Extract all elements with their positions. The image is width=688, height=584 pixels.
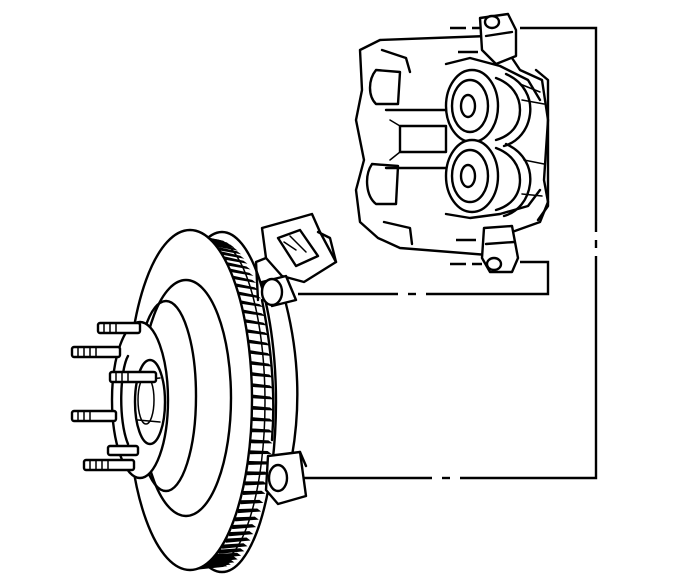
rotor-vent-fin [250,405,274,411]
rotor-vent-fin [249,383,274,389]
rotor-vent-fin [242,481,268,486]
rotor-vent-fin [232,282,259,291]
rotor-vent-fin [222,537,251,543]
rotor-vent-fin [249,428,274,433]
rotor-vent-fin [242,318,268,326]
stud-icon [96,321,142,335]
bolt-icon [480,224,520,274]
rotor-vent-fin [237,299,264,308]
stud-icon [70,409,118,423]
rotor-vent-fin [237,499,264,505]
rotor-vent-fin [250,394,274,400]
rotor-vent-fin [248,439,273,444]
rotor-vent-fin [235,508,262,514]
rotor-vent-fin [212,552,242,559]
rotor-vent-fin [219,543,248,549]
wheel-studs [70,321,158,472]
rotor-vent-fin [240,490,266,495]
rotor-vent-fin [229,524,257,530]
bolt-icon [478,12,518,66]
stud-icon [106,444,140,457]
rotor-vent-fin [229,274,257,283]
rotor-vent-fin [226,531,254,537]
rotor-vent-fins [192,234,274,570]
rotor-vent-fin [235,290,262,299]
rotor-vent-fin [215,548,245,554]
rotor-vent-fin [245,460,271,465]
rotor-vent-fin [226,267,254,276]
leader-line-lower [304,26,598,480]
bolt-axis-marks [450,26,482,266]
stud-icon [108,370,158,384]
rotor-vent-fin [240,309,266,317]
rotor-vent-fin [249,371,274,378]
rotor-vent-fin [247,450,272,455]
rotor-vent-fin [249,417,274,422]
stud-icon [82,458,136,472]
rotor-vent-fin [248,360,273,367]
bracket-icon [254,212,338,506]
brake-caliper-icon [354,34,550,258]
leader-line-upper [298,260,550,296]
rotor-vent-fin [247,349,272,356]
rotor-vent-fin [244,471,269,476]
rotor-vent-fin [232,516,259,522]
rotor-vent-fin [245,339,271,346]
stud-icon [70,345,122,359]
rotor-vent-fin [244,328,269,336]
